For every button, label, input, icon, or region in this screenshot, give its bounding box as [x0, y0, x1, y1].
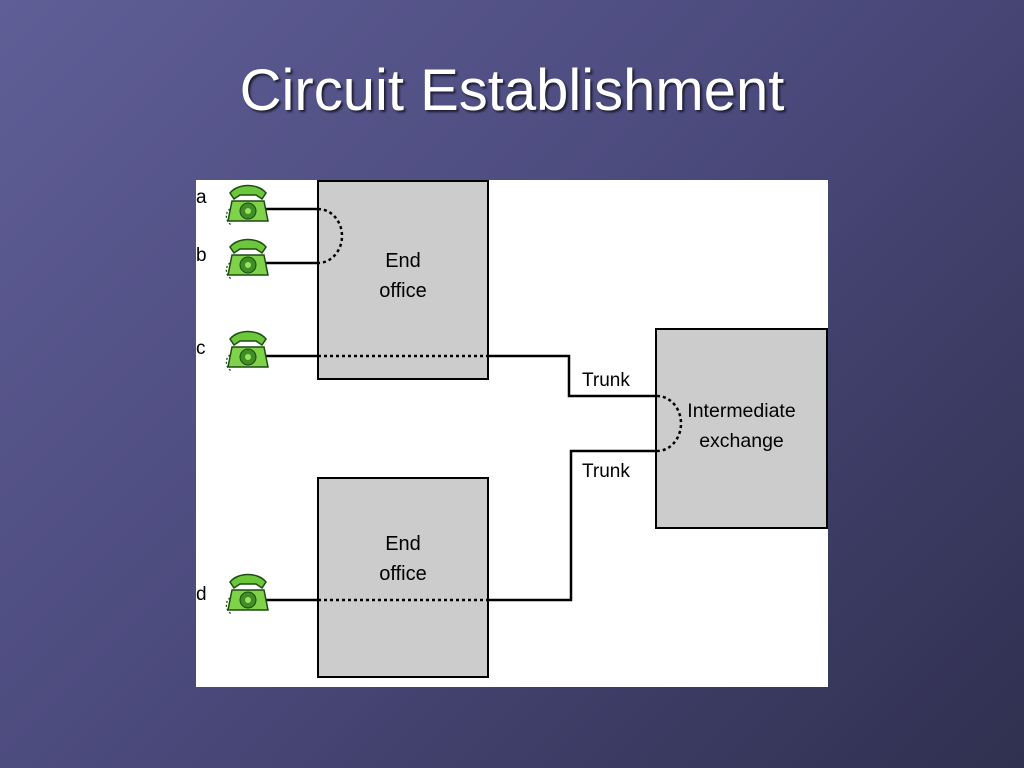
subscriber-label-c: c	[196, 338, 206, 359]
subscriber-label-a: a	[196, 187, 207, 208]
telephone-icon	[225, 184, 269, 226]
intermediate-exchange: Intermediate exchange	[655, 328, 828, 529]
trunk-upper-line	[489, 354, 657, 398]
connection-lines	[266, 207, 683, 602]
circuit-diagram: End office End office Intermediate excha…	[196, 180, 828, 687]
intermediate-exchange-label: Intermediate exchange	[687, 400, 796, 452]
end-office-bottom: End office	[317, 477, 489, 678]
slide-title: Circuit Establishment	[239, 58, 785, 123]
trunk-lower-line	[489, 449, 657, 602]
end-office-bottom-label: End office	[379, 533, 427, 585]
switch-path-a-b	[317, 207, 344, 265]
end-office-top: End office	[317, 180, 489, 380]
telephone-icon	[225, 573, 269, 615]
subscriber-label-b: b	[196, 245, 207, 266]
end-office-top-label: End office	[379, 250, 427, 302]
telephone-icon	[225, 330, 269, 372]
trunk-upper-label: Trunk	[582, 370, 630, 391]
trunk-lower-label: Trunk	[582, 461, 630, 482]
switch-path-exchange	[656, 394, 683, 453]
subscriber-label-d: d	[196, 584, 207, 605]
telephone-icon	[225, 238, 269, 280]
